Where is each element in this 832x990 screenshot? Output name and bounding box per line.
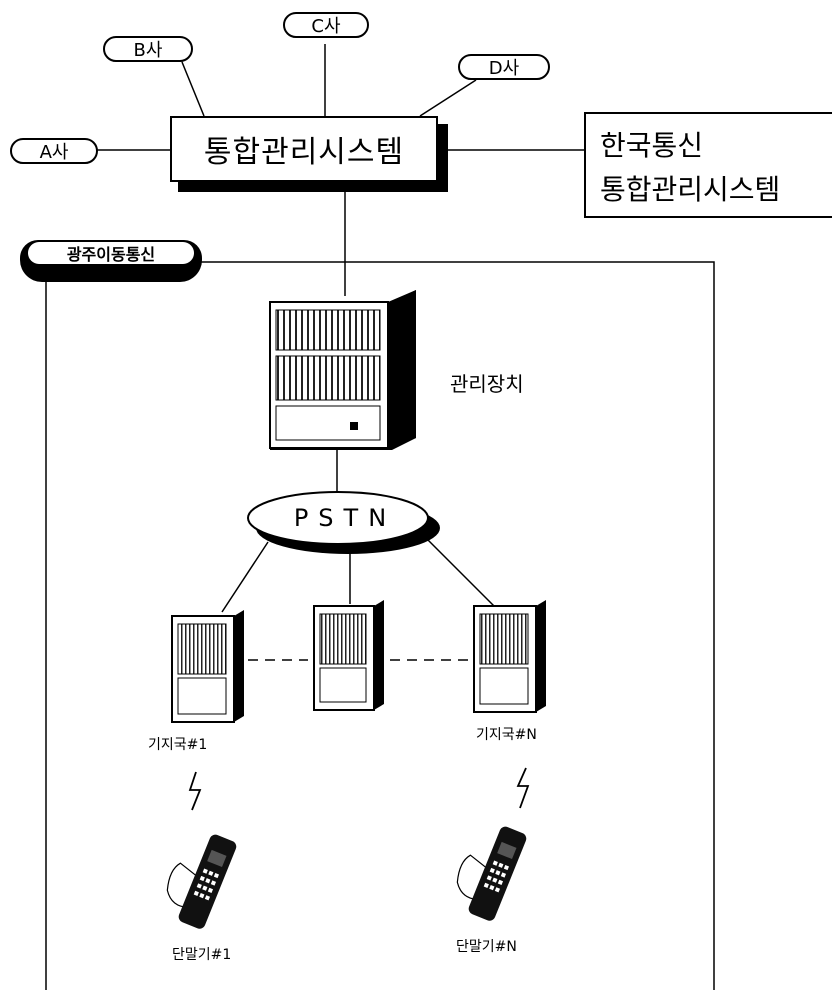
pstn-label: PSTN (293, 504, 397, 532)
base-station-1 (171, 610, 244, 723)
base-station-n-label: 기지국#N (476, 727, 537, 743)
region-boundary (200, 261, 715, 990)
handset-1 (166, 834, 237, 929)
company-d: D사 (458, 54, 550, 80)
kt-system-line1: 한국통신 (600, 129, 704, 162)
company-b: B사 (103, 36, 193, 62)
link-d (419, 79, 477, 117)
terminal-1-label: 단말기#1 (172, 947, 232, 963)
link-pstn-bs1 (221, 541, 269, 613)
region-label: 광주이동통신 (20, 240, 202, 282)
management-unit-label: 관리장치 (450, 372, 524, 396)
kt-system: 한국통신 통합관리시스템 (584, 112, 832, 218)
management-rack (269, 290, 416, 450)
radio-link-n (516, 767, 530, 809)
kt-system-line2: 통합관리시스템 (600, 173, 781, 206)
company-a: A사 (10, 138, 98, 164)
base-station-n (473, 600, 546, 713)
link-b (181, 61, 205, 117)
pstn-cloud (247, 491, 440, 554)
link-pstn-bsn (425, 537, 495, 607)
company-c: C사 (283, 12, 369, 38)
base-station-2 (313, 600, 384, 711)
radio-link-1 (188, 771, 202, 811)
base-station-1-label: 기지국#1 (148, 737, 208, 753)
region-label-text: 광주이동통신 (28, 242, 194, 264)
handset-n (456, 826, 527, 921)
terminal-n-label: 단말기#N (456, 939, 517, 955)
central-system: 통합관리시스템 (170, 116, 438, 182)
